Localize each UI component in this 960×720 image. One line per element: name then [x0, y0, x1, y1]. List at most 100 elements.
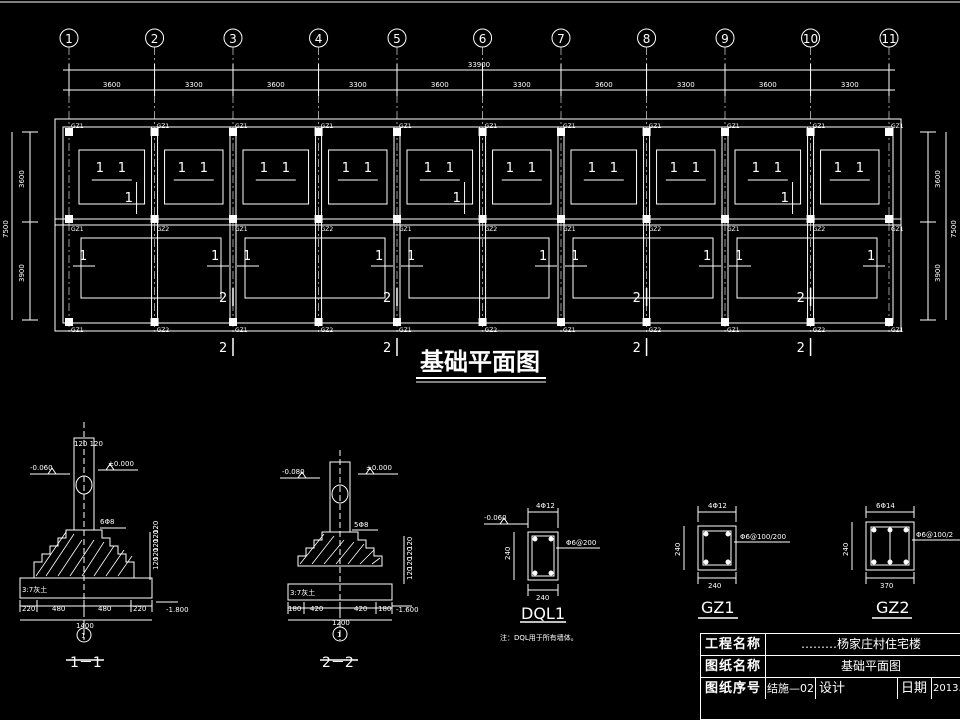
date-value: 2013.: [933, 683, 960, 694]
axis-label-2: 2: [151, 32, 159, 46]
section-22-rebar: 5Φ8: [354, 521, 368, 529]
gz2-width: 370: [880, 582, 893, 590]
column-marker: [642, 215, 651, 223]
gz2-top-bars: 6Φ14: [876, 502, 895, 510]
gz1-label: GZ1: [701, 598, 735, 617]
column-marker: [150, 215, 159, 223]
section-11-step-1: 120: [152, 557, 160, 570]
gz2-height: 240: [842, 543, 850, 556]
column-label: GZ1: [727, 226, 740, 233]
column-label: GZ1: [399, 226, 412, 233]
column-marker: [150, 128, 159, 136]
gz2-label: GZ2: [876, 598, 910, 617]
pier-strips: [151, 127, 815, 323]
column-marker: [393, 128, 401, 136]
upper-room-box: [820, 149, 880, 205]
column-label: GZ1: [891, 327, 904, 334]
gz2-detail: [851, 506, 960, 619]
side-dim-right-lower: 3900: [934, 264, 942, 282]
section-11-step-5: 120: [152, 521, 160, 534]
span-dim-label: 3300: [185, 81, 203, 89]
column-marker: [314, 128, 323, 136]
gz1-height: 240: [674, 543, 682, 556]
column-label: GZ2: [813, 226, 826, 233]
column-label: GZ2: [321, 327, 334, 334]
dql1-level: -0.060: [484, 514, 507, 522]
upper-room-box: [734, 149, 802, 205]
column-marker: [393, 318, 401, 326]
side-dim-right-upper: 3600: [934, 170, 942, 188]
lower-room-box: [408, 237, 550, 299]
column-label: GZ1: [563, 327, 576, 334]
column-marker: [478, 215, 487, 223]
section-mark-2: 2: [797, 341, 805, 356]
title-block-project-row: 工程名称 ………杨家庄村住宅楼: [701, 634, 960, 656]
section-mark-1: 1: [774, 161, 782, 176]
section-mark-1: 1: [752, 161, 760, 176]
column-marker: [885, 215, 893, 223]
column-label: GZ2: [157, 327, 170, 334]
span-dim-label: 3300: [513, 81, 531, 89]
column-marker: [642, 318, 651, 326]
upper-room-box: [656, 149, 716, 205]
drawing-value: 基础平面图: [841, 659, 902, 673]
section-22-axis: 1: [337, 631, 341, 639]
section-22-step-2: 120: [406, 557, 414, 570]
column-label: GZ1: [727, 327, 740, 334]
column-marker: [721, 128, 729, 136]
section-mark-1: 1: [424, 161, 432, 176]
dql1-note: 注：DQL用于所有墙体。: [500, 633, 578, 642]
column-marker: [393, 215, 401, 223]
span-dim-label: 3600: [267, 81, 285, 89]
section-mark-1: 1: [539, 249, 547, 264]
side-dim-right-total: 7500: [950, 220, 958, 238]
section-11-step-3: 120: [152, 539, 160, 552]
span-dim-label: 3300: [841, 81, 859, 89]
axis-label-10: 10: [803, 32, 818, 46]
column-marker: [885, 128, 893, 136]
span-dim-label: 3600: [431, 81, 449, 89]
column-label: GZ2: [649, 327, 662, 334]
dql1-top-bars: 4Φ12: [536, 502, 555, 510]
section-mark-1: 1: [125, 191, 133, 206]
column-label: GZ2: [157, 226, 170, 233]
section-11-fill-label: 3:7灰土: [22, 585, 47, 594]
total-dim-label: 33900: [468, 61, 490, 69]
column-label: GZ1: [399, 327, 412, 334]
column-marker: [721, 318, 729, 326]
section-mark-1: 1: [364, 161, 372, 176]
design-label: 设计: [819, 681, 846, 696]
section-22-step-1: 120: [406, 567, 414, 580]
column-marker: [806, 318, 815, 326]
section-mark-2: 2: [383, 291, 391, 306]
section-22-level-left: -0.080: [282, 468, 305, 476]
title-block-number-row: 图纸序号 结施—02 设计 日期 2013.: [701, 678, 960, 700]
section-mark-1: 1: [243, 249, 251, 264]
column-marker: [229, 128, 237, 136]
column-marker: [642, 128, 651, 136]
lower-room-box: [736, 237, 878, 299]
column-marker: [314, 215, 323, 223]
section-22-step-3: 120: [406, 547, 414, 560]
section-mark-2: 2: [383, 341, 391, 356]
number-label: 图纸序号: [705, 681, 762, 696]
gz1-top-bars: 4Φ12: [708, 502, 727, 510]
section-11-label: 1－1: [70, 655, 102, 671]
section-11-width: 1400: [76, 622, 94, 630]
project-label: 工程名称: [705, 637, 762, 652]
number-value: 结施—02: [767, 682, 813, 695]
section-mark-2: 2: [219, 291, 227, 306]
gz1-width: 240: [708, 582, 721, 590]
section-mark-2: 2: [797, 291, 805, 306]
upper-room-box: [78, 149, 146, 205]
column-marker: [65, 318, 73, 326]
column-label: GZ2: [485, 226, 498, 233]
upper-room-box: [328, 149, 388, 205]
column-marker: [806, 215, 815, 223]
column-marker: [806, 128, 815, 136]
section-mark-1: 1: [118, 161, 126, 176]
